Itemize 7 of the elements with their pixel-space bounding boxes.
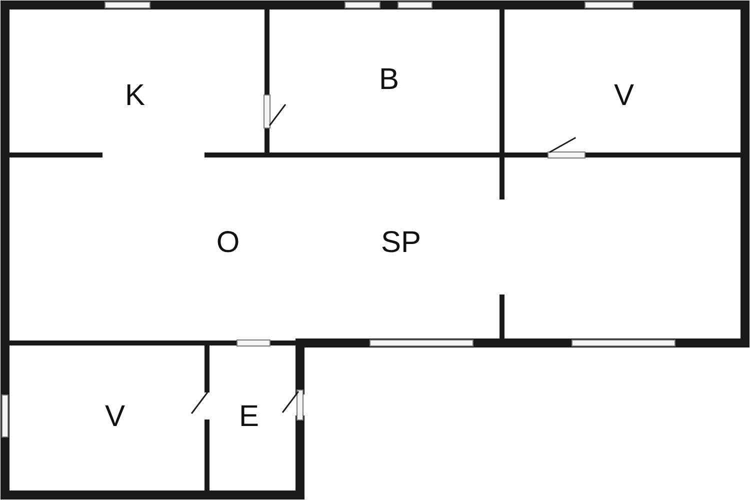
room-label: V [614,81,634,111]
room-label: V [105,402,125,432]
room-label: E [239,402,259,432]
room-label: SP [380,228,422,258]
room-label: O [216,228,240,258]
room-label: B [379,65,399,95]
room-label: K [125,81,145,111]
